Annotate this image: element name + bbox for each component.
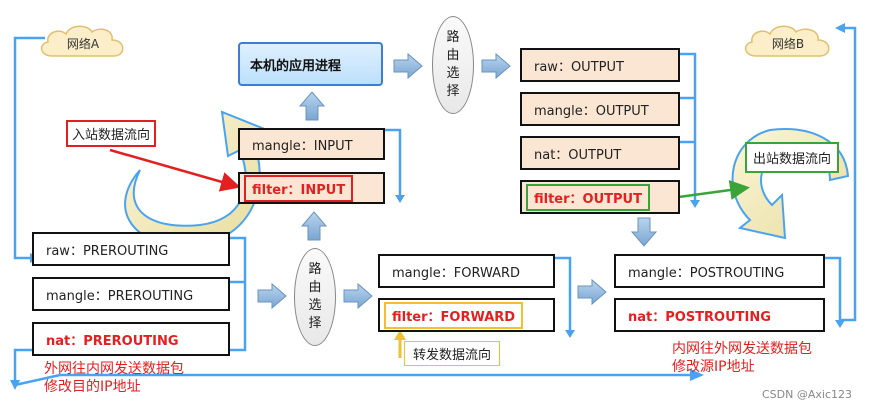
cloud-icon bbox=[744, 25, 830, 57]
routing-label-bottom: 路由选择 bbox=[308, 262, 322, 331]
snat-note-line1: 内网往外网发送数据包 bbox=[672, 341, 812, 357]
inbound-flow-label: 入站数据流向 bbox=[66, 120, 157, 147]
filter-input-label: filter：INPUT bbox=[244, 174, 354, 202]
block-arrows bbox=[257, 52, 658, 310]
filter-output-label: filter：OUTPUT bbox=[526, 183, 650, 211]
outbound-flow-label: 出站数据流向 bbox=[745, 142, 840, 173]
routing-decision-top: 路由选择 bbox=[432, 16, 474, 114]
mangle-prerouting-box: mangle：PREROUTING bbox=[32, 277, 230, 311]
filter-forward-label: filter：FORWARD bbox=[384, 301, 524, 329]
filter-output-box: filter：OUTPUT bbox=[520, 180, 680, 214]
dnat-note: 外网往内网发送数据包 修改目的IP地址 bbox=[44, 360, 184, 396]
nat-prerouting-box: nat：PREROUTING bbox=[32, 322, 230, 356]
nat-postrouting-box: nat：POSTROUTING bbox=[614, 298, 825, 332]
forward-flow-label: 转发数据流向 bbox=[404, 341, 501, 366]
dnat-note-line2: 修改目的IP地址 bbox=[44, 379, 141, 395]
routing-decision-bottom: 路由选择 bbox=[294, 248, 336, 346]
routing-label-top: 路由选择 bbox=[446, 30, 460, 99]
filter-input-box: filter：INPUT bbox=[238, 172, 385, 204]
network-a-label: 网络A bbox=[66, 36, 100, 51]
mangle-output-box: mangle：OUTPUT bbox=[520, 92, 680, 126]
cloud-icon bbox=[40, 25, 124, 57]
filter-forward-box: filter：FORWARD bbox=[378, 298, 555, 332]
nat-output-box: nat：OUTPUT bbox=[520, 136, 680, 170]
network-a-cloud: 网络A bbox=[34, 22, 132, 64]
snat-note-line2: 修改源IP地址 bbox=[672, 359, 755, 375]
network-b-label: 网络B bbox=[771, 36, 805, 51]
watermark: CSDN @Axic123 bbox=[762, 388, 852, 401]
forward-pointer bbox=[394, 330, 406, 358]
flow-lines bbox=[13, 26, 857, 387]
raw-output-box: raw：OUTPUT bbox=[520, 48, 680, 82]
mangle-postrouting-box: mangle：POSTROUTING bbox=[614, 254, 825, 288]
raw-prerouting-box: raw：PREROUTING bbox=[32, 232, 230, 266]
snat-note: 内网往外网发送数据包 修改源IP地址 bbox=[672, 340, 812, 376]
inbound-pointer bbox=[109, 148, 241, 192]
mangle-input-box: mangle：INPUT bbox=[238, 128, 385, 160]
network-b-cloud: 网络B bbox=[738, 22, 838, 64]
mangle-forward-box: mangle：FORWARD bbox=[378, 254, 555, 288]
local-app-process: 本机的应用进程 bbox=[238, 42, 383, 86]
dnat-note-line1: 外网往内网发送数据包 bbox=[44, 361, 184, 377]
